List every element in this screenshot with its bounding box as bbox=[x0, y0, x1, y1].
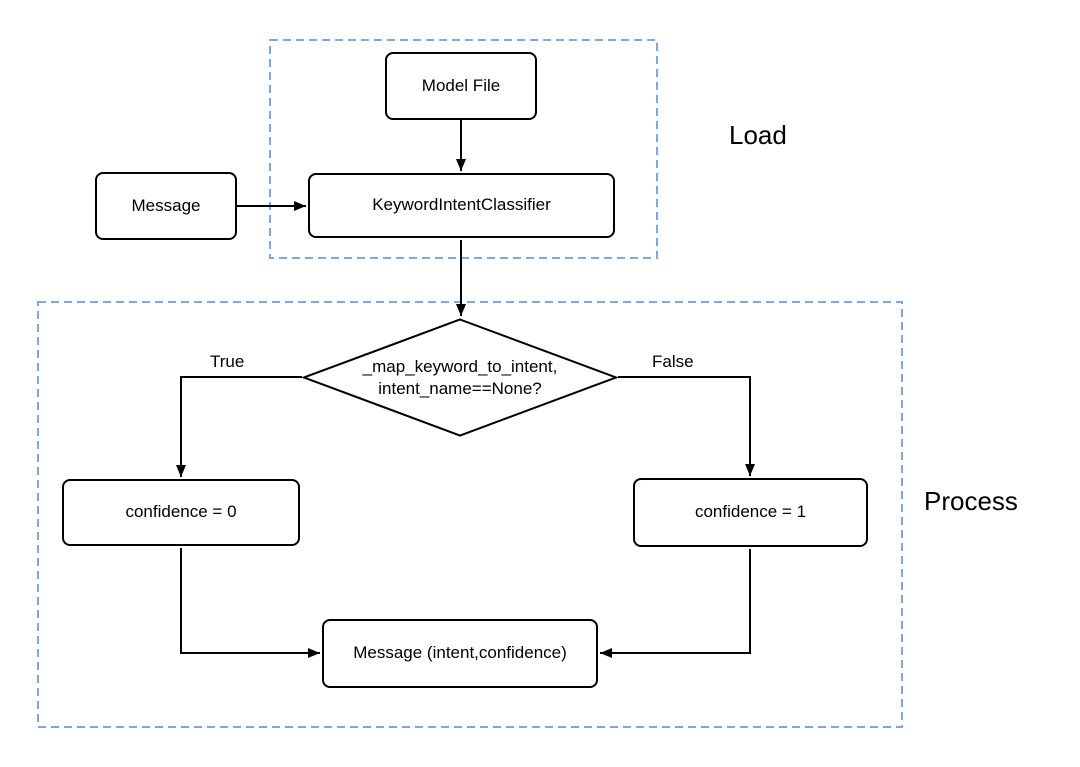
confidence-zero-label: confidence = 0 bbox=[125, 502, 237, 522]
message-input-label: Message bbox=[131, 195, 201, 215]
false-branch-label: False bbox=[650, 352, 696, 372]
edge-confidence-zero-to-message-output bbox=[180, 548, 320, 658]
keyword-intent-classifier-node: KeywordIntentClassifier bbox=[308, 173, 615, 238]
process-group-box bbox=[37, 301, 903, 728]
true-branch-label: True bbox=[208, 352, 247, 372]
message-output-node: Message (intent,confidence) bbox=[322, 619, 598, 688]
decision-diamond-shape bbox=[302, 318, 618, 437]
load-group-box bbox=[269, 39, 658, 259]
confidence-one-node: confidence = 1 bbox=[633, 478, 868, 547]
model-file-node: Model File bbox=[385, 52, 537, 120]
edge-decision-false-to-confidence-one bbox=[618, 376, 755, 476]
edge-decision-true-to-confidence-zero bbox=[176, 376, 302, 477]
decision-label-line2: intent_name==None? bbox=[378, 378, 542, 398]
confidence-one-label: confidence = 1 bbox=[694, 502, 807, 522]
model-file-label: Model File bbox=[421, 75, 501, 95]
keyword-intent-classifier-label: KeywordIntentClassifier bbox=[372, 195, 551, 215]
decision-label-line1: _map_keyword_to_intent, bbox=[362, 357, 558, 377]
load-group-label: Load bbox=[729, 120, 787, 150]
process-group-label: Process bbox=[924, 486, 1018, 516]
message-output-label: Message (intent,confidence) bbox=[353, 643, 567, 663]
decision-label: _map_keyword_to_intent, intent_name==Non… bbox=[302, 318, 618, 437]
edge-confidence-one-to-message-output bbox=[600, 549, 751, 658]
confidence-zero-node: confidence = 0 bbox=[62, 479, 300, 546]
decision-node: _map_keyword_to_intent, intent_name==Non… bbox=[302, 318, 618, 437]
message-input-node: Message bbox=[95, 172, 237, 240]
